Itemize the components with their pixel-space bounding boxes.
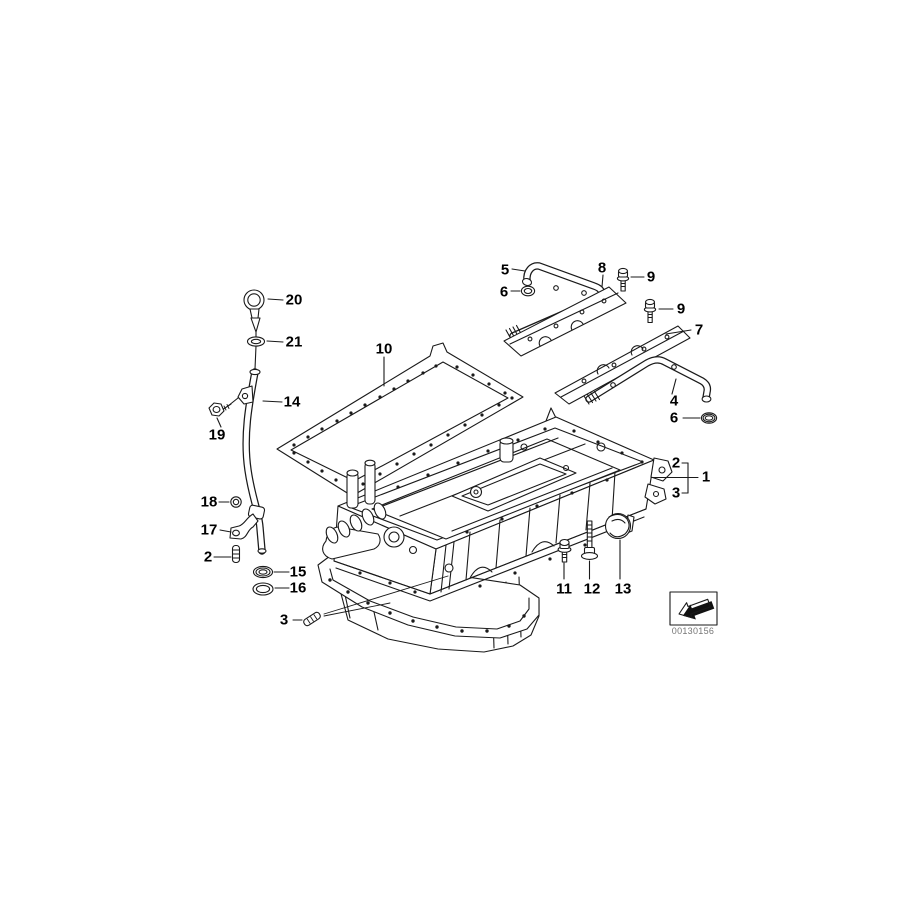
- callout-4: 4: [669, 392, 679, 410]
- washer-15-drawing: [252, 565, 274, 579]
- stud-2-left-drawing: [231, 544, 241, 564]
- callout-16: 16: [289, 579, 307, 597]
- callout-18: 18: [200, 493, 218, 511]
- callout-8: 8: [597, 259, 607, 277]
- callout-2-right: 2: [671, 454, 681, 472]
- oil-pan-drawing: [322, 407, 673, 602]
- callout-12: 12: [583, 580, 601, 598]
- oil-pan-gasket-drawing: [276, 342, 524, 497]
- bolt-12-drawing: [580, 520, 599, 560]
- callout-3-right: 3: [671, 484, 681, 502]
- callout-6-right: 6: [669, 409, 679, 427]
- callout-10: 10: [375, 340, 393, 358]
- direction-arrow-icon: [678, 598, 715, 620]
- callout-13: 13: [614, 580, 632, 598]
- reference-box: [669, 591, 718, 626]
- drawing-number: 00130156: [671, 626, 715, 636]
- baffle-plate-8-drawing: [503, 286, 627, 357]
- bolt-19-drawing: [208, 402, 232, 417]
- callout-3-bottom: 3: [279, 611, 289, 629]
- callout-2-left: 2: [203, 548, 213, 566]
- dipstick-drawing: [243, 289, 266, 370]
- callout-9-top: 9: [646, 268, 656, 286]
- lower-sump-pan-drawing: [317, 555, 540, 653]
- nut-18-drawing: [230, 496, 242, 508]
- callout-11: 11: [556, 580, 572, 598]
- oil-pipe-4-drawing: [583, 356, 712, 405]
- callout-1: 1: [701, 468, 711, 486]
- callout-9-right: 9: [676, 300, 686, 318]
- seal-ring-6-right-drawing: [700, 412, 718, 424]
- bolt-9-top-drawing: [616, 267, 630, 292]
- callout-6-top: 6: [499, 283, 509, 301]
- callout-14: 14: [283, 393, 301, 411]
- callout-15: 15: [289, 563, 307, 581]
- seal-ring-6-top-drawing: [520, 285, 536, 297]
- bracket-17-drawing: [229, 513, 259, 540]
- callout-17: 17: [200, 521, 218, 539]
- o-ring-16-drawing: [252, 582, 274, 596]
- callout-7: 7: [694, 321, 704, 339]
- callout-19: 19: [208, 426, 226, 444]
- callout-21: 21: [285, 333, 303, 351]
- callout-leader-lines: [213, 268, 701, 621]
- bolt-9-right-drawing: [643, 298, 657, 324]
- callout-5: 5: [500, 261, 510, 279]
- baffle-plate-7-drawing: [554, 325, 691, 405]
- stud-3-drawing: [303, 611, 321, 627]
- callout-20: 20: [285, 291, 303, 309]
- oil-cap-13-drawing: [604, 512, 635, 540]
- bolt-11-drawing: [557, 538, 572, 563]
